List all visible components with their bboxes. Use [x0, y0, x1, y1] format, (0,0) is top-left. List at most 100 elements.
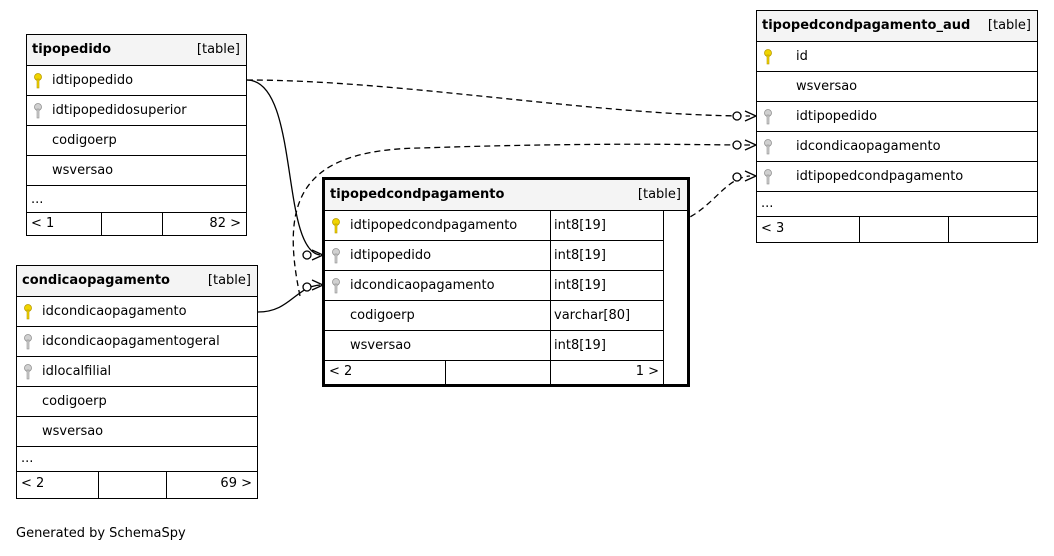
table-header: tipopedcondpagamento [table]: [325, 180, 687, 211]
table-condicaopagamento[interactable]: condicaopagamento [table] idcondicaopaga…: [16, 265, 258, 499]
table-tipopedido[interactable]: tipopedido [table] idtipopedido idtipope…: [26, 34, 247, 236]
column-row[interactable]: idcondicaopagamento: [757, 132, 1037, 162]
more-row: ...: [17, 447, 257, 472]
divider: [445, 361, 446, 385]
column-row[interactable]: id: [757, 42, 1037, 72]
column-name: idcondicaopagamento: [350, 278, 495, 293]
rel-condicaopagamento-to-tipopedcondpagamento: [257, 284, 321, 313]
column-row[interactable]: codigoerp varchar[80]: [325, 301, 664, 331]
column-name: idtipopedido: [350, 248, 432, 263]
column-row[interactable]: idtipopedido: [27, 66, 246, 96]
parents-count[interactable]: < 3: [761, 221, 785, 236]
column-name: idtipopedido: [52, 73, 134, 88]
generator-credit: Generated by SchemaSpy: [16, 526, 186, 541]
column-name: idtipopedcondpagamento: [350, 218, 518, 233]
parents-count[interactable]: < 2: [21, 476, 45, 491]
column-row[interactable]: idcondicaopagamento: [17, 297, 257, 327]
parents-count[interactable]: < 1: [31, 216, 55, 231]
column-name: wsversao: [42, 424, 104, 439]
column-name: idcondicaopagamento: [796, 139, 941, 154]
table-tag: [table]: [196, 42, 240, 57]
column-name: id: [796, 49, 808, 64]
more-indicator: ...: [761, 196, 774, 211]
children-count[interactable]: 82 >: [209, 216, 241, 231]
table-name: tipopedido: [32, 42, 112, 57]
divider: [550, 361, 551, 385]
column-type: int8[19]: [554, 338, 606, 353]
foreign-key-icon: [24, 364, 32, 380]
column-row[interactable]: codigoerp: [27, 126, 246, 156]
table-name: tipopedcondpagamento: [330, 187, 505, 202]
primary-key-icon: [34, 73, 42, 89]
column-type: int8[19]: [554, 278, 606, 293]
column-name: codigoerp: [52, 133, 117, 148]
table-tag: [table]: [637, 187, 681, 202]
divider: [162, 213, 163, 235]
more-indicator: ...: [31, 192, 44, 207]
crowfoot-tipopedcondpagamento-idcondicaopagamento: [302, 279, 325, 292]
table-tipopedcondpagamento-aud[interactable]: tipopedcondpagamento_aud [table] id wsve…: [756, 10, 1038, 243]
rel-tipopedido-to-aud: [246, 79, 751, 117]
crowfoot-aud-idtipopedcondpagamento: [732, 170, 758, 182]
primary-key-icon: [764, 49, 772, 65]
column-name: idtipopedcondpagamento: [796, 169, 964, 184]
table-header: tipopedido [table]: [27, 35, 246, 66]
table-tag: [table]: [207, 273, 251, 288]
foreign-key-icon: [764, 109, 772, 125]
divider: [663, 211, 664, 385]
children-count[interactable]: 69 >: [220, 476, 252, 491]
divider: [550, 211, 551, 361]
divider: [166, 472, 167, 498]
column-row[interactable]: codigoerp: [17, 387, 257, 417]
table-tipopedcondpagamento[interactable]: tipopedcondpagamento [table] idtipopedco…: [322, 177, 690, 387]
column-row[interactable]: idtipopedcondpagamento: [757, 162, 1037, 192]
column-name: idcondicaopagamento: [42, 304, 187, 319]
column-row[interactable]: wsversao int8[19]: [325, 331, 664, 361]
column-name: idtipopedidosuperior: [52, 103, 187, 118]
column-name: idcondicaopagamentogeral: [42, 334, 220, 349]
footer-row: < 2 1 >: [325, 361, 664, 385]
divider: [859, 217, 860, 242]
column-name: codigoerp: [42, 394, 107, 409]
column-name: wsversao: [350, 338, 412, 353]
column-name: codigoerp: [350, 308, 415, 323]
more-row: ...: [27, 186, 246, 213]
column-row[interactable]: idlocalfilial: [17, 357, 257, 387]
column-type: int8[19]: [554, 248, 606, 263]
column-name: wsversao: [796, 79, 858, 94]
column-row[interactable]: idtipopedido int8[19]: [325, 241, 664, 271]
parents-count[interactable]: < 2: [329, 364, 353, 379]
table-name: tipopedcondpagamento_aud: [762, 18, 971, 33]
foreign-key-icon: [24, 334, 32, 350]
foreign-key-icon: [34, 103, 42, 119]
column-name: idlocalfilial: [42, 364, 112, 379]
column-row[interactable]: idcondicaopagamentogeral: [17, 327, 257, 357]
column-row[interactable]: idtipopedidosuperior: [27, 96, 246, 126]
children-count[interactable]: 1 >: [635, 364, 659, 379]
rel-tipopedido-to-tipopedcondpagamento: [246, 79, 321, 256]
more-indicator: ...: [21, 451, 34, 466]
table-tag: [table]: [987, 18, 1031, 33]
table-header: condicaopagamento [table]: [17, 266, 257, 297]
column-row[interactable]: wsversao: [27, 156, 246, 186]
column-row[interactable]: idcondicaopagamento int8[19]: [325, 271, 664, 301]
table-name: condicaopagamento: [22, 273, 170, 288]
primary-key-icon: [332, 218, 340, 234]
column-type: varchar[80]: [554, 308, 631, 323]
more-row: ...: [757, 192, 1037, 217]
column-type: int8[19]: [554, 218, 606, 233]
column-row[interactable]: wsversao: [17, 417, 257, 447]
column-row[interactable]: idtipopedido: [757, 102, 1037, 132]
divider: [98, 472, 99, 498]
divider: [948, 217, 949, 242]
column-row[interactable]: wsversao: [757, 72, 1037, 102]
rel-condicaopagamento-to-aud: [292, 143, 751, 297]
divider: [101, 213, 102, 235]
foreign-key-icon: [764, 169, 772, 185]
column-name: wsversao: [52, 163, 114, 178]
column-row[interactable]: idtipopedcondpagamento int8[19]: [325, 211, 664, 241]
column-name: idtipopedido: [796, 109, 878, 124]
table-header: tipopedcondpagamento_aud [table]: [757, 11, 1037, 42]
foreign-key-icon: [332, 278, 340, 294]
